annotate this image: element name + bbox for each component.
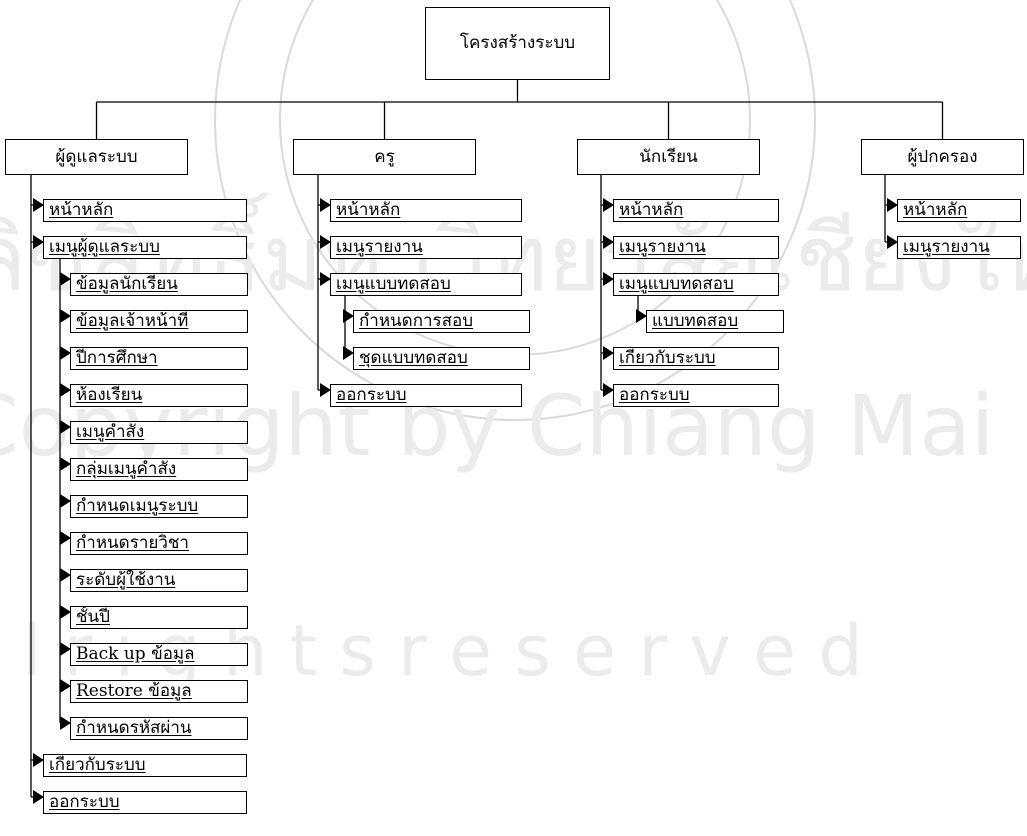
- submenu-item: กำหนดการสอบ: [353, 310, 530, 333]
- submenu-item: กลุ่มเมนูคำสั่ง: [70, 458, 248, 481]
- submenu-item-label: กำหนดเมนูระบบ: [76, 496, 199, 516]
- arrow-head: [60, 605, 71, 619]
- menu-item: เมนูแบบทดสอบ: [330, 273, 522, 296]
- role-node-4-label: ผู้ปกครอง: [907, 146, 978, 167]
- submenu-item: กำหนดรหัสผ่าน: [70, 717, 248, 740]
- arrow-head: [33, 790, 44, 804]
- submenu-item: ข้อมูลเจ้าหน้าที่: [70, 310, 248, 333]
- submenu-item-label: กำหนดรหัสผ่าน: [76, 718, 192, 738]
- root-node-label: โครงสร้างระบบ: [459, 33, 576, 53]
- submenu-item: แบบทดสอบ: [646, 310, 784, 333]
- arrow-head: [60, 272, 71, 286]
- submenu-item: ข้อมูลนักเรียน: [70, 273, 248, 296]
- menu-item-label: เกี่ยวกับระบบ: [619, 348, 716, 368]
- submenu-item: เมนูคำสั่ง: [70, 421, 248, 444]
- arrow-head: [60, 716, 71, 730]
- arrow-head: [60, 309, 71, 323]
- menu-item-label: หน้าหลัก: [336, 200, 401, 220]
- role-node-1-label: ผู้ดูแลระบบ: [55, 146, 138, 167]
- submenu-item: ห้องเรียน: [70, 384, 248, 407]
- role-node-4: ผู้ปกครอง: [861, 139, 1024, 175]
- submenu-item-label: Restore ข้อมูล: [76, 681, 192, 701]
- menu-item: เมนูแบบทดสอบ: [613, 273, 779, 296]
- arrow-head: [887, 235, 898, 249]
- menu-item-label: เมนูผู้ดูแลระบบ: [49, 237, 160, 257]
- role-node-2: ครู: [293, 139, 476, 175]
- role-node-3-label: นักเรียน: [639, 146, 698, 167]
- arrow-head: [33, 753, 44, 767]
- submenu-item-label: ห้องเรียน: [76, 385, 143, 405]
- submenu-item-label: ปีการศึกษา: [76, 348, 158, 368]
- submenu-item: กำหนดเมนูระบบ: [70, 495, 248, 518]
- submenu-item: ปีการศึกษา: [70, 347, 248, 370]
- arrow-head: [887, 198, 898, 212]
- menu-item: เมนูรายงาน: [897, 236, 1021, 259]
- submenu-item: กำหนดรายวิชา: [70, 532, 248, 555]
- arrow-head: [60, 642, 71, 656]
- menu-item-label: หน้าหลัก: [49, 200, 114, 220]
- role-node-2-label: ครู: [374, 146, 395, 167]
- arrow-head: [60, 568, 71, 582]
- menu-item: ออกระบบ: [43, 791, 247, 814]
- menu-item: เมนูรายงาน: [330, 236, 522, 259]
- arrow-head: [60, 679, 71, 693]
- menu-item: หน้าหลัก: [330, 199, 522, 222]
- menu-item-label: เมนูรายงาน: [336, 237, 423, 257]
- submenu-item: Back up ข้อมูล: [70, 643, 248, 666]
- menu-item-label: เมนูรายงาน: [903, 237, 990, 257]
- arrow-head: [60, 494, 71, 508]
- role-node-3: นักเรียน: [577, 139, 760, 175]
- menu-item: หน้าหลัก: [897, 199, 1021, 222]
- arrow-head: [60, 457, 71, 471]
- arrow-head: [60, 383, 71, 397]
- menu-item-label: เมนูแบบทดสอบ: [336, 274, 451, 294]
- submenu-item-label: กำหนดการสอบ: [359, 311, 474, 331]
- menu-item: หน้าหลัก: [43, 199, 247, 222]
- arrow-head: [33, 235, 44, 249]
- submenu-item: Restore ข้อมูล: [70, 680, 248, 703]
- menu-item-label: ออกระบบ: [49, 792, 120, 812]
- submenu-item: ชั้นปี: [70, 606, 248, 629]
- arrow-head: [33, 198, 44, 212]
- menu-item: หน้าหลัก: [613, 199, 779, 222]
- arrow-head: [60, 420, 71, 434]
- arrow-head: [60, 346, 71, 360]
- submenu-item-label: แบบทดสอบ: [652, 311, 739, 331]
- submenu-item: ชุดแบบทดสอบ: [353, 347, 530, 370]
- submenu-item-label: เมนูคำสั่ง: [76, 422, 145, 442]
- menu-item-label: ออกระบบ: [619, 385, 690, 405]
- submenu-item-label: กำหนดรายวิชา: [76, 533, 189, 553]
- menu-item: เมนูผู้ดูแลระบบ: [43, 236, 247, 259]
- submenu-item-label: ข้อมูลนักเรียน: [76, 274, 178, 294]
- menu-item: ออกระบบ: [330, 384, 522, 407]
- submenu-item: ระดับผู้ใช้งาน: [70, 569, 248, 592]
- role-node-1: ผู้ดูแลระบบ: [5, 139, 188, 175]
- submenu-item-label: Back up ข้อมูล: [76, 644, 195, 664]
- menu-item-label: ออกระบบ: [336, 385, 407, 405]
- menu-item: เมนูรายงาน: [613, 236, 779, 259]
- menu-item: เกี่ยวกับระบบ: [43, 754, 247, 777]
- menu-item-label: เกี่ยวกับระบบ: [49, 755, 146, 775]
- menu-item-label: หน้าหลัก: [619, 200, 684, 220]
- root-node: โครงสร้างระบบ: [425, 7, 610, 80]
- submenu-item-label: ระดับผู้ใช้งาน: [76, 570, 176, 590]
- menu-item-label: เมนูรายงาน: [619, 237, 706, 257]
- menu-item-label: เมนูแบบทดสอบ: [619, 274, 734, 294]
- menu-item: เกี่ยวกับระบบ: [613, 347, 779, 370]
- submenu-item-label: ชั้นปี: [76, 607, 110, 627]
- submenu-item-label: ชุดแบบทดสอบ: [359, 348, 468, 368]
- arrow-head: [60, 531, 71, 545]
- menu-item: ออกระบบ: [613, 384, 779, 407]
- submenu-item-label: ข้อมูลเจ้าหน้าที่: [76, 311, 189, 331]
- submenu-item-label: กลุ่มเมนูคำสั่ง: [76, 459, 177, 479]
- menu-item-label: หน้าหลัก: [903, 200, 968, 220]
